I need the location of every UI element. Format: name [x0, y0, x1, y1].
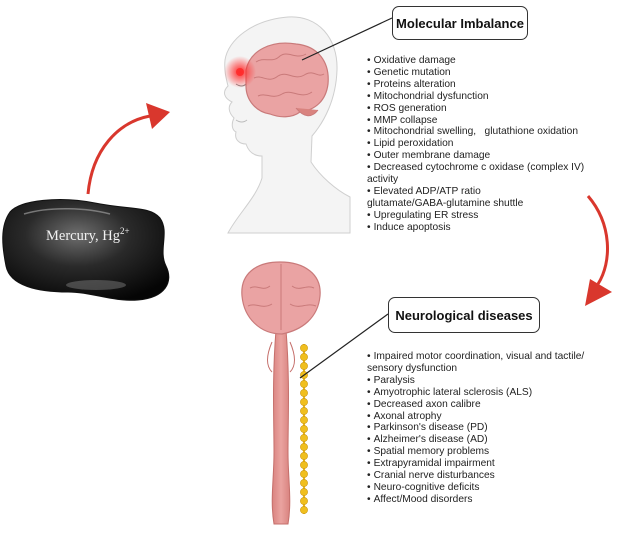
mercury-charge: 2+: [119, 226, 130, 236]
list-item: •Outer membrane damage: [367, 150, 491, 162]
list-item: •Extrapyramidal impairment: [367, 458, 495, 470]
list-item: •Elevated ADP/ATP ratio: [367, 185, 481, 197]
list-item-continuation: activity: [367, 174, 399, 186]
nerve-fiber-icon: [300, 344, 308, 514]
list-item: •Genetic mutation: [367, 66, 451, 78]
callout-line-molecular: [301, 17, 393, 61]
curved-arrow-icon: [86, 103, 170, 195]
molecular-imbalance-title: Molecular Imbalance: [396, 15, 524, 31]
spinal-cord-icon: [267, 329, 295, 525]
list-item: •Mitochondrial swelling, glutathione oxi…: [367, 126, 579, 138]
brain-icon: [241, 261, 321, 335]
list-item: •Spatial memory problems: [367, 446, 490, 458]
brain-icon: [224, 42, 329, 118]
list-item-continuation: glutamate/GABA-glutamine shuttle: [367, 197, 524, 209]
list-item: •ROS generation: [367, 102, 447, 114]
neurological-diseases-title: Neurological diseases: [395, 307, 533, 323]
list-item-continuation: sensory dysfunction: [367, 362, 458, 374]
list-item: •Upregulating ER stress: [367, 209, 479, 221]
list-item: •Lipid peroxidation: [367, 138, 454, 150]
list-item: •Parkinson's disease (PD): [367, 422, 488, 434]
neurological-diseases-list: •Impaired motor coordination, visual and…: [367, 351, 584, 506]
mercury-label-text: Mercury, Hg: [46, 228, 120, 244]
list-item: •Amyotrophic lateral sclerosis (ALS): [367, 386, 533, 398]
list-item: •Alzheimer's disease (AD): [367, 434, 488, 446]
list-item: •Cranial nerve disturbances: [367, 470, 495, 482]
callout-line-neuro: [299, 313, 389, 379]
list-item: •MMP collapse: [367, 114, 438, 126]
list-item: •Decreased cytochrome c oxidase (complex…: [367, 162, 585, 174]
list-item: •Neuro-cognitive deficits: [367, 481, 480, 493]
molecular-imbalance-box: Molecular Imbalance: [392, 6, 528, 40]
list-item: •Paralysis: [367, 374, 415, 386]
molecular-imbalance-list: •Oxidative damage •Genetic mutation •Pro…: [367, 55, 584, 234]
list-item: •Impaired motor coordination, visual and…: [367, 351, 585, 362]
list-item: •Proteins alteration: [367, 78, 456, 90]
list-item: •Oxidative damage: [367, 55, 456, 66]
list-item: •Decreased axon calibre: [367, 398, 481, 410]
mercury-label: Mercury, Hg2+: [46, 226, 130, 245]
curved-arrow-icon: [585, 195, 612, 306]
list-item: •Mitochondrial dysfunction: [367, 90, 489, 102]
list-item: •Axonal atrophy: [367, 410, 442, 422]
neurological-diseases-box: Neurological diseases: [388, 297, 540, 333]
list-item: •Affect/Mood disorders: [367, 493, 473, 505]
mercury-blob-icon: [2, 199, 170, 301]
list-item: •Induce apoptosis: [367, 221, 451, 233]
